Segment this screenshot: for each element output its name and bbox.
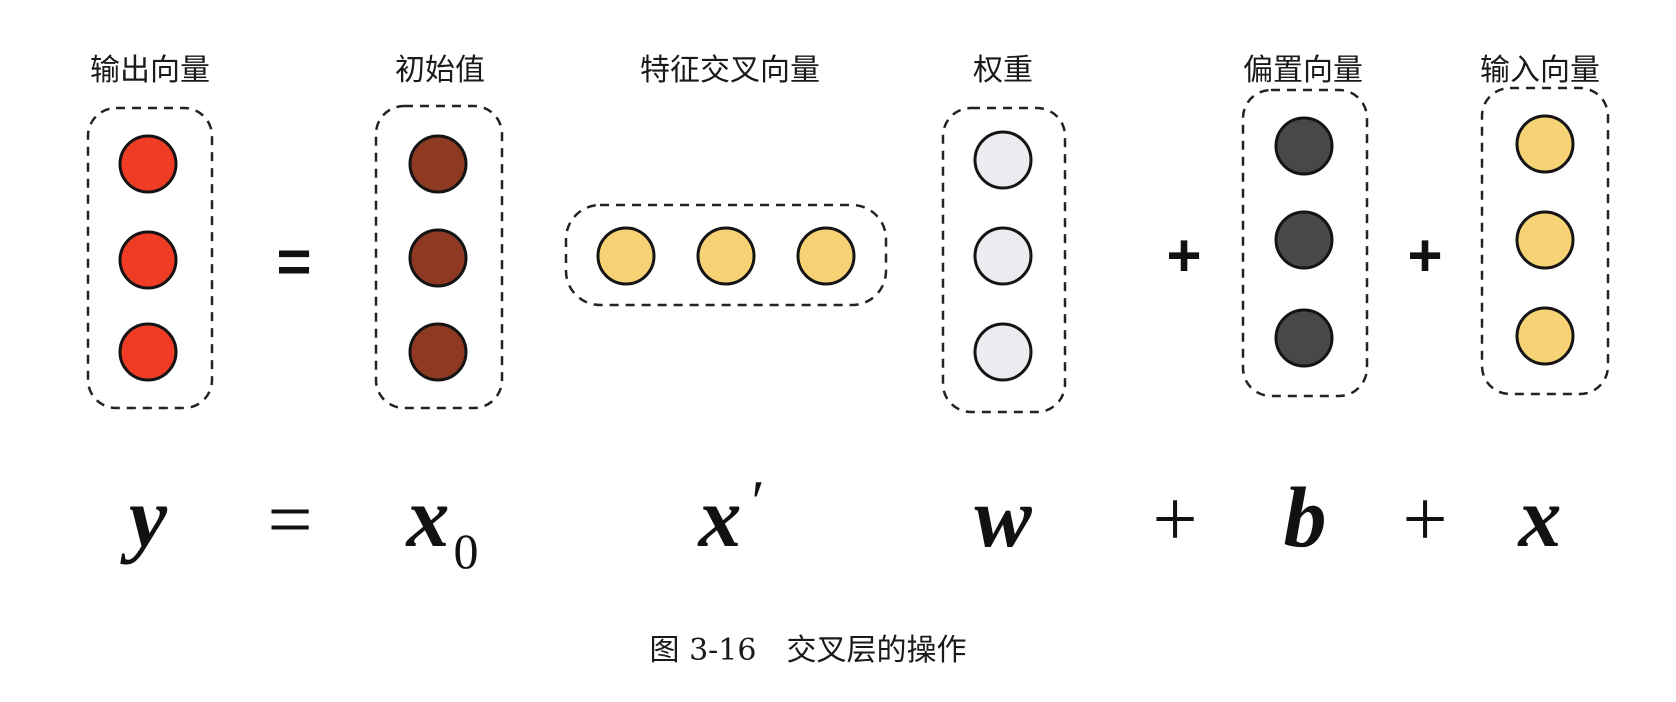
input-dot: [1515, 210, 1575, 270]
symbol-b: b: [1284, 469, 1327, 565]
formula-plus: +: [1402, 476, 1447, 564]
output-dot: [118, 134, 178, 194]
plus-sign: +: [1166, 222, 1201, 289]
label-cross-vector: 特征交叉向量: [640, 53, 820, 88]
output-dot: [118, 230, 178, 290]
vector-input: [1480, 86, 1610, 396]
symbol-x0: x: [405, 469, 450, 565]
formula-plus: +: [1152, 476, 1197, 564]
label-input-vector: 输入向量: [1480, 53, 1600, 88]
label-initial-value: 初始值: [395, 53, 485, 88]
symbol-prime-mark: ′: [751, 469, 764, 535]
symbol-w: w: [974, 469, 1032, 565]
bias-dot: [1274, 308, 1334, 368]
vector-output: [86, 106, 214, 410]
input-dot: [1515, 114, 1575, 174]
figure-caption: 图 3-16 交叉层的操作: [650, 633, 967, 668]
vector-bias: [1241, 88, 1369, 398]
initial-dot: [408, 228, 468, 288]
label-weight: 权重: [973, 53, 1033, 88]
cross-dot: [796, 226, 856, 286]
cross-dot: [696, 226, 756, 286]
vector-weight: [941, 106, 1067, 414]
symbol-x-prime: x: [697, 469, 742, 565]
label-output-vector: 输出向量: [90, 53, 210, 88]
plus-sign: +: [1407, 222, 1442, 289]
output-dot: [118, 322, 178, 382]
initial-dot: [408, 134, 468, 194]
bias-vector-box: [1241, 88, 1369, 398]
symbol-x: x: [1517, 469, 1562, 565]
formula-equals: =: [267, 476, 312, 564]
vector-initial: [374, 104, 504, 410]
label-bias-vector: 偏置向量: [1243, 53, 1363, 88]
bias-dot: [1274, 210, 1334, 270]
bias-dot: [1274, 116, 1334, 176]
input-dot: [1515, 306, 1575, 366]
weight-vector-box: [941, 106, 1067, 414]
input-vector-box: [1480, 86, 1610, 396]
symbol-y: y: [120, 469, 168, 565]
cross-dot: [596, 226, 656, 286]
weight-dot: [973, 322, 1033, 382]
equals-sign: =: [276, 228, 311, 295]
weight-dot: [973, 130, 1033, 190]
initial-vector-box: [374, 104, 504, 410]
output-vector-box: [86, 106, 214, 410]
symbol-x0-subscript: 0: [454, 523, 479, 579]
cross-vector-box: [564, 203, 888, 307]
weight-dot: [973, 226, 1033, 286]
initial-dot: [408, 322, 468, 382]
vector-cross: [564, 203, 888, 307]
